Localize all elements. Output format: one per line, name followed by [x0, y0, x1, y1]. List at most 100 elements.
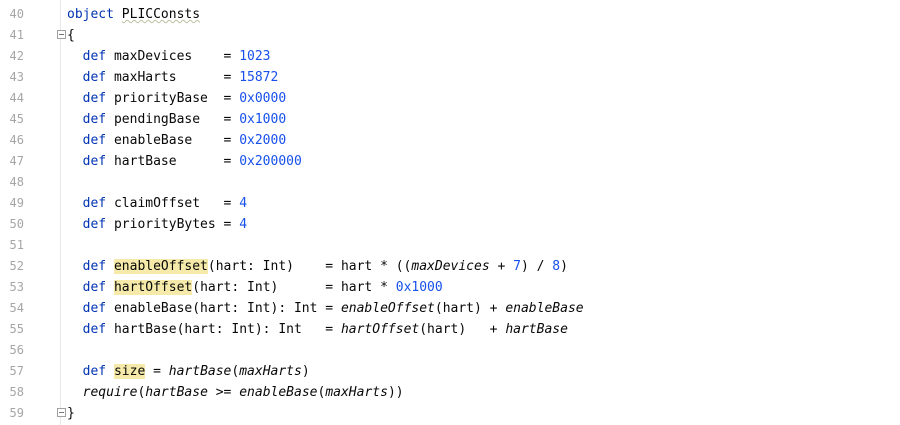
- code-line[interactable]: 49 def claimOffset = 4: [0, 193, 900, 214]
- code-text[interactable]: def maxHarts = 15872: [67, 67, 279, 88]
- token-plain: }: [67, 406, 75, 421]
- code-line[interactable]: 50 def priorityBytes = 4: [0, 214, 900, 235]
- token-plain: [67, 217, 83, 232]
- fold-toggle-icon[interactable]: [57, 408, 66, 417]
- code-text[interactable]: def hartBase(hart: Int): Int = hartOffse…: [67, 319, 568, 340]
- token-plain: (: [317, 385, 326, 400]
- code-line[interactable]: 43 def maxHarts = 15872: [0, 67, 900, 88]
- token-it: maxHarts: [239, 364, 302, 379]
- token-plain: [67, 259, 83, 274]
- token-plain: ): [301, 364, 310, 379]
- token-num: 4: [239, 217, 248, 232]
- code-text[interactable]: def maxDevices = 1023: [67, 46, 271, 67]
- token-it: hartBase: [168, 364, 232, 379]
- token-plain: (: [137, 385, 146, 400]
- token-hl: size: [113, 364, 146, 379]
- code-line[interactable]: 58 require(hartBase >= enableBase(maxHar…: [0, 382, 900, 403]
- token-plain: priorityBytes =: [106, 217, 240, 232]
- code-line[interactable]: 46 def enableBase = 0x2000: [0, 130, 900, 151]
- code-text[interactable]: def enableOffset(hart: Int) = hart * ((m…: [67, 256, 568, 277]
- token-plain: [67, 70, 83, 85]
- code-text[interactable]: {: [67, 25, 75, 46]
- token-num: 15872: [239, 70, 279, 85]
- token-plain: priorityBase =: [106, 91, 240, 106]
- code-line[interactable]: 59}: [0, 403, 900, 424]
- token-kw: def: [82, 196, 107, 211]
- code-line[interactable]: 41 {: [0, 25, 900, 46]
- code-line[interactable]: 56: [0, 340, 900, 361]
- token-it: maxHarts: [325, 385, 388, 400]
- line-number: 57: [9, 364, 24, 378]
- line-number: 54: [9, 301, 24, 315]
- code-line[interactable]: 53 def hartOffset(hart: Int) = hart * 0x…: [0, 277, 900, 298]
- code-line[interactable]: 54 def enableBase(hart: Int): Int = enab…: [0, 298, 900, 319]
- code-line[interactable]: 42 def maxDevices = 1023: [0, 46, 900, 67]
- line-number: 40: [9, 7, 24, 21]
- token-num: 0x1000: [395, 280, 443, 295]
- token-plain: [67, 301, 83, 316]
- token-kw: def: [82, 112, 107, 127]
- line-number-gutter[interactable]: [0, 0, 61, 425]
- token-cls: PLICConsts: [121, 7, 201, 22]
- token-plain: +: [489, 259, 514, 274]
- token-plain: [106, 280, 114, 295]
- code-line[interactable]: 57 def size = hartBase(maxHarts): [0, 361, 900, 382]
- code-text[interactable]: require(hartBase >= enableBase(maxHarts)…: [67, 382, 404, 403]
- code-line[interactable]: 52 def enableOffset(hart: Int) = hart * …: [0, 256, 900, 277]
- token-plain: >=: [207, 385, 240, 400]
- token-plain: maxHarts =: [106, 70, 240, 85]
- token-kw: def: [82, 70, 107, 85]
- line-number: 42: [9, 49, 24, 63]
- token-plain: [67, 385, 83, 400]
- line-number: 49: [9, 196, 24, 210]
- code-text[interactable]: def enableBase = 0x2000: [67, 130, 287, 151]
- token-kw: object: [67, 7, 114, 22]
- code-text[interactable]: def claimOffset = 4: [67, 193, 247, 214]
- code-text[interactable]: }: [67, 403, 75, 424]
- token-plain: [67, 322, 83, 337]
- token-plain: )): [387, 385, 404, 400]
- token-it: enableBase: [505, 301, 584, 316]
- code-line[interactable]: 47 def hartBase = 0x200000: [0, 151, 900, 172]
- line-number: 55: [9, 322, 24, 336]
- line-number: 41: [9, 28, 24, 42]
- token-plain: [114, 7, 122, 22]
- code-line[interactable]: 44 def priorityBase = 0x0000: [0, 88, 900, 109]
- token-hl: hartOffset: [113, 280, 193, 295]
- token-it: require: [82, 385, 138, 400]
- code-text[interactable]: def size = hartBase(maxHarts): [67, 361, 310, 382]
- token-plain: (hart) +: [419, 322, 506, 337]
- fold-toggle-icon[interactable]: [57, 30, 66, 39]
- token-kw: def: [82, 280, 107, 295]
- code-text[interactable]: def hartOffset(hart: Int) = hart * 0x100…: [67, 277, 443, 298]
- code-line[interactable]: 51: [0, 235, 900, 256]
- token-plain: (: [231, 364, 240, 379]
- token-plain: (hart: Int) = hart *: [192, 280, 396, 295]
- token-plain: [67, 112, 83, 127]
- line-number: 43: [9, 70, 24, 84]
- token-num: 0x0000: [239, 91, 287, 106]
- token-plain: enableBase(hart: Int): Int =: [106, 301, 341, 316]
- token-kw: def: [82, 301, 107, 316]
- code-text[interactable]: def pendingBase = 0x1000: [67, 109, 287, 130]
- token-num: 8: [552, 259, 561, 274]
- line-number: 51: [9, 238, 24, 252]
- code-text[interactable]: object PLICConsts: [67, 4, 200, 25]
- token-kw: def: [82, 91, 107, 106]
- token-plain: [67, 91, 83, 106]
- token-plain: [67, 154, 83, 169]
- code-line[interactable]: 40 object PLICConsts: [0, 4, 900, 25]
- code-text[interactable]: def priorityBase = 0x0000: [67, 88, 287, 109]
- code-text[interactable]: def priorityBytes = 4: [67, 214, 247, 235]
- code-line[interactable]: 55 def hartBase(hart: Int): Int = hartOf…: [0, 319, 900, 340]
- token-plain: (hart) +: [434, 301, 506, 316]
- token-plain: =: [145, 364, 169, 379]
- code-line[interactable]: 45 def pendingBase = 0x1000: [0, 109, 900, 130]
- code-line[interactable]: 48: [0, 172, 900, 193]
- code-text[interactable]: def hartBase = 0x200000: [67, 151, 302, 172]
- token-plain: [67, 196, 83, 211]
- token-it: enableBase: [239, 385, 318, 400]
- token-kw: def: [82, 217, 107, 232]
- code-text[interactable]: def enableBase(hart: Int): Int = enableO…: [67, 298, 584, 319]
